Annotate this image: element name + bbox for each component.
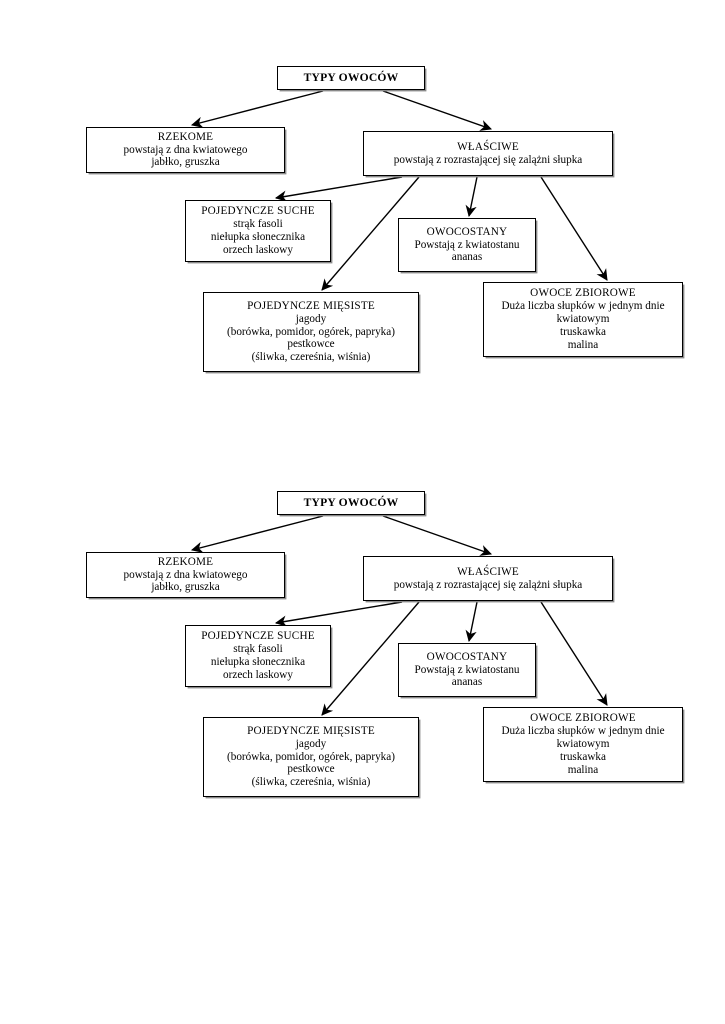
node-pojedyncze-suche[interactable]: POJEDYNCZE SUCHE strąk fasoli niełupka s…	[185, 625, 331, 687]
node-line: ananas	[451, 251, 483, 264]
node-rzekome[interactable]: RZEKOME powstają z dna kwiatowego jabłko…	[86, 127, 285, 173]
node-line: jabłko, gruszka	[151, 581, 220, 594]
edge-root-to-wlasciwe	[382, 515, 492, 556]
node-owocostany[interactable]: OWOCOSTANY Powstają z kwiatostanu ananas	[398, 218, 536, 272]
edge-wlasciwe-to-owocostany	[465, 176, 478, 218]
edge-wlasciwe-to-suche	[274, 601, 403, 627]
node-line: Powstają z kwiatostanu	[414, 238, 520, 251]
node-line: jabłko, gruszka	[151, 156, 220, 169]
node-rzekome[interactable]: RZEKOME powstają z dna kwiatowego jabłko…	[86, 552, 285, 598]
node-heading: POJEDYNCZE MIĘSISTE	[247, 299, 375, 312]
node-line: pestkowce	[287, 763, 335, 776]
edge-root-to-wlasciwe	[382, 90, 492, 131]
node-line: powstają z rozrastającej się zalążni słu…	[393, 153, 583, 166]
node-line: truskawka	[560, 750, 606, 763]
node-pojedyncze-miesiste[interactable]: POJEDYNCZE MIĘSISTE jagody (borówka, pom…	[203, 292, 419, 372]
node-line: powstają z dna kwiatowego	[123, 568, 248, 581]
node-line: truskawka	[560, 325, 606, 338]
edge-wlasciwe-to-zbiorowe	[540, 601, 608, 706]
node-pojedyncze-suche[interactable]: POJEDYNCZE SUCHE strąk fasoli niełupka s…	[185, 200, 331, 262]
node-line: powstają z rozrastającej się zalążni słu…	[393, 578, 583, 591]
node-line: malina	[567, 338, 599, 351]
flowchart-diagram-1: TYPY OWOCÓW RZEKOME powstają z dna kwiat…	[0, 55, 725, 395]
node-line: kwiatowym	[556, 313, 610, 325]
node-line: powstają z dna kwiatowego	[123, 143, 248, 156]
node-line: strąk fasoli	[233, 218, 283, 231]
node-owocostany[interactable]: OWOCOSTANY Powstają z kwiatostanu ananas	[398, 643, 536, 697]
node-typy-owocow[interactable]: TYPY OWOCÓW	[277, 66, 425, 90]
edge-root-to-rzekome	[190, 90, 324, 128]
node-pojedyncze-miesiste[interactable]: POJEDYNCZE MIĘSISTE jagody (borówka, pom…	[203, 717, 419, 797]
node-line: (borówka, pomidor, ogórek, papryka)	[227, 750, 395, 763]
node-line: pestkowce	[287, 338, 335, 351]
node-line: Duża liczba słupków w jednym dnie	[501, 300, 665, 313]
node-heading: RZEKOME	[157, 130, 214, 143]
node-line: jagody	[295, 312, 327, 325]
node-line: ananas	[451, 676, 483, 689]
node-line: malina	[567, 763, 599, 776]
node-heading: OWOCE ZBIOROWE	[530, 287, 636, 300]
node-line: strąk fasoli	[233, 643, 283, 656]
node-heading: POJEDYNCZE SUCHE	[201, 205, 315, 218]
node-heading: WŁAŚCIWE	[457, 565, 519, 578]
node-heading: OWOCE ZBIOROWE	[530, 712, 636, 725]
edge-root-to-rzekome	[190, 515, 324, 553]
node-heading: WŁAŚCIWE	[457, 140, 519, 153]
node-owoce-zbiorowe[interactable]: OWOCE ZBIOROWE Duża liczba słupków w jed…	[483, 707, 683, 782]
node-line: orzech laskowy	[223, 668, 293, 681]
node-line: niełupka słonecznika	[210, 231, 306, 243]
node-line: jagody	[295, 737, 327, 750]
node-line: Duża liczba słupków w jednym dnie	[501, 725, 665, 738]
node-heading: POJEDYNCZE SUCHE	[201, 630, 315, 643]
node-line: (śliwka, czereśnia, wiśnia)	[251, 776, 371, 789]
node-typy-owocow[interactable]: TYPY OWOCÓW	[277, 491, 425, 515]
node-heading: RZEKOME	[157, 555, 214, 568]
edge-wlasciwe-to-zbiorowe	[540, 176, 608, 281]
edge-wlasciwe-to-suche	[274, 176, 403, 202]
edge-wlasciwe-to-owocostany	[465, 601, 478, 643]
node-wlasciwe[interactable]: WŁAŚCIWE powstają z rozrastającej się za…	[363, 556, 613, 601]
flowchart-diagram-2: TYPY OWOCÓW RZEKOME powstają z dna kwiat…	[0, 480, 725, 820]
node-heading: TYPY OWOCÓW	[303, 496, 399, 510]
node-line: Powstają z kwiatostanu	[414, 663, 520, 676]
node-heading: OWOCOSTANY	[426, 650, 508, 663]
node-line: orzech laskowy	[223, 243, 293, 256]
node-heading: TYPY OWOCÓW	[303, 71, 399, 85]
node-line: (borówka, pomidor, ogórek, papryka)	[227, 325, 395, 338]
node-heading: OWOCOSTANY	[426, 225, 508, 238]
node-wlasciwe[interactable]: WŁAŚCIWE powstają z rozrastającej się za…	[363, 131, 613, 176]
node-owoce-zbiorowe[interactable]: OWOCE ZBIOROWE Duża liczba słupków w jed…	[483, 282, 683, 357]
node-line: (śliwka, czereśnia, wiśnia)	[251, 351, 371, 364]
node-line: niełupka słonecznika	[210, 656, 306, 668]
node-line: kwiatowym	[556, 738, 610, 750]
node-heading: POJEDYNCZE MIĘSISTE	[247, 724, 375, 737]
